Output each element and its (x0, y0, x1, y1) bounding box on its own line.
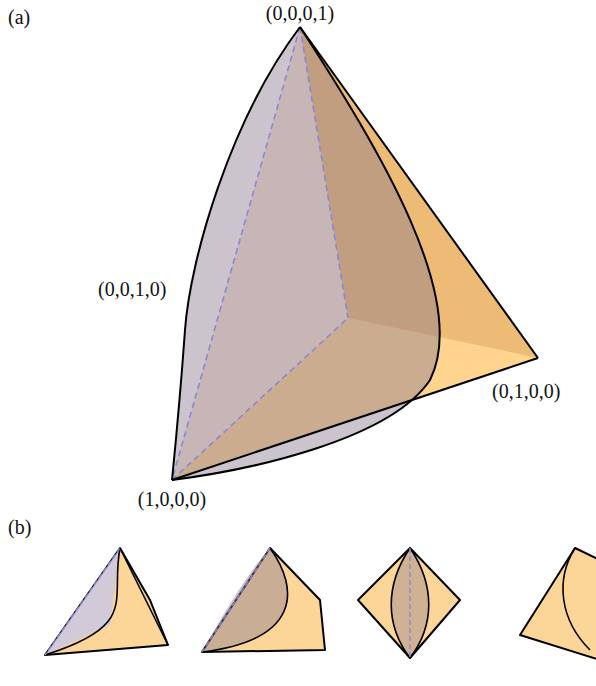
small-tetra (358, 548, 460, 658)
view-2 (202, 548, 325, 652)
view-4 (520, 548, 596, 660)
dashed-edge (300, 27, 348, 318)
vertex-label: (0,1,0,0) (492, 380, 560, 402)
hidden-face (45, 548, 120, 655)
tetra-edge (120, 548, 168, 645)
view-3 (358, 548, 460, 658)
boundary-curve (172, 27, 440, 480)
vertex-label: (0,0,1,0) (98, 278, 166, 300)
outer-face (172, 27, 538, 480)
tetra-edge (172, 358, 538, 480)
panel-letter: (b) (8, 516, 31, 538)
small-tetra (202, 548, 325, 652)
dashed-edge (172, 318, 348, 480)
dashed-edge (45, 548, 120, 655)
panel-letter: (a) (8, 6, 30, 28)
dashed-edge (172, 27, 300, 480)
tetra-edge (300, 27, 538, 358)
boundary-curve (45, 548, 120, 655)
hidden-face (172, 27, 348, 480)
dashed-edge (202, 548, 270, 652)
curved-surface (172, 27, 440, 480)
boundary-curve (202, 548, 288, 652)
vertex-label: (1,0,0,0) (138, 488, 206, 510)
small-tetra (520, 548, 596, 660)
curved-surface (202, 548, 288, 652)
boundary-curve (391, 548, 429, 658)
dashed-edge (409, 548, 410, 658)
main-tetrahedron (172, 27, 538, 480)
view-1 (45, 548, 168, 655)
curved-surface (391, 548, 429, 658)
small-tetra (45, 548, 168, 655)
boundary-curve (563, 548, 590, 650)
boundary-curve (172, 27, 300, 480)
vertex-label: (0,0,0,1) (266, 2, 334, 24)
